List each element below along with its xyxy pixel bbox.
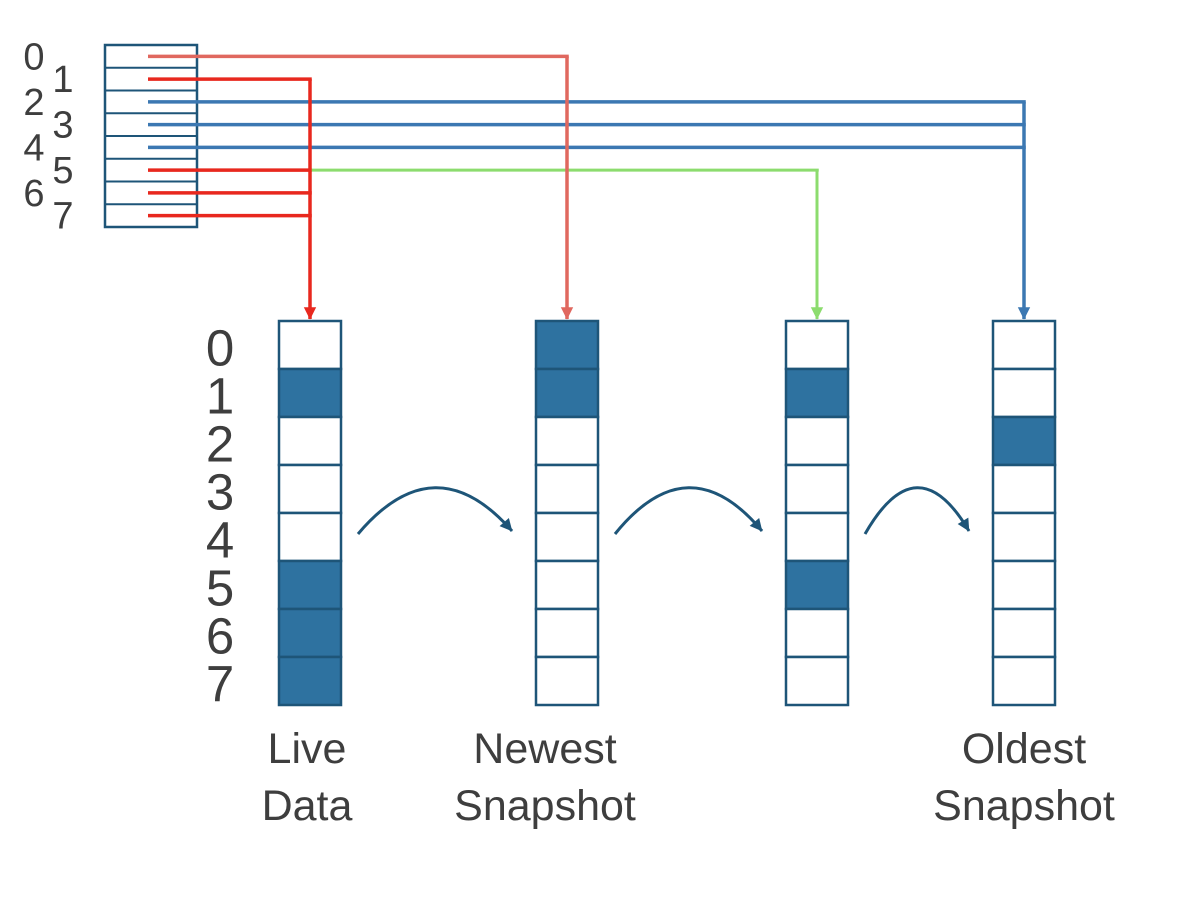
cell-oldest-snapshot-row5 bbox=[991, 559, 1057, 611]
block-row-label-5: 5 bbox=[206, 560, 234, 617]
cell-oldest-snapshot-row1 bbox=[991, 367, 1057, 419]
cell-oldest-snapshot-row7 bbox=[991, 655, 1057, 707]
cell-newest-snapshot-row7 bbox=[534, 655, 600, 707]
cell-snapshot-mid-row2 bbox=[784, 415, 850, 467]
cell-newest-snapshot-row5 bbox=[534, 559, 600, 611]
rotation-arrow-live-data-to-newest-snapshot bbox=[356, 486, 514, 535]
rotation-arrow-snapshot-mid-to-oldest-snapshot bbox=[863, 486, 971, 535]
live-data-caption-line1: Live bbox=[268, 725, 347, 773]
newest-snapshot-caption-line1: Newest bbox=[473, 725, 616, 773]
cell-oldest-snapshot-row0 bbox=[991, 319, 1057, 371]
cell-newest-snapshot-row1 bbox=[534, 367, 600, 419]
cell-oldest-snapshot-row3 bbox=[991, 463, 1057, 515]
source-row-label-7: 7 bbox=[52, 196, 73, 238]
cell-oldest-snapshot-row6 bbox=[991, 607, 1057, 659]
block-row-label-1: 1 bbox=[206, 368, 234, 425]
cell-snapshot-mid-row1 bbox=[784, 367, 850, 419]
block-row-label-0: 0 bbox=[206, 320, 234, 377]
cell-snapshot-mid-row5 bbox=[784, 559, 850, 611]
block-row-label-4: 4 bbox=[206, 512, 234, 569]
source-row-label-3: 3 bbox=[52, 105, 73, 147]
snapshot-mid-column bbox=[784, 319, 850, 707]
cell-oldest-snapshot-row2 bbox=[991, 415, 1057, 467]
cell-oldest-snapshot-row4 bbox=[991, 511, 1057, 563]
source-row-label-6: 6 bbox=[23, 173, 44, 215]
block-row-label-2: 2 bbox=[206, 416, 234, 473]
cell-snapshot-mid-row0 bbox=[784, 319, 850, 371]
cell-newest-snapshot-row2 bbox=[534, 415, 600, 467]
block-row-label-6: 6 bbox=[206, 608, 234, 665]
cell-live-data-row2 bbox=[277, 415, 343, 467]
cell-live-data-row1 bbox=[277, 367, 343, 419]
cell-newest-snapshot-row3 bbox=[534, 463, 600, 515]
cell-newest-snapshot-row4 bbox=[534, 511, 600, 563]
cell-snapshot-mid-row3 bbox=[784, 463, 850, 515]
cell-snapshot-mid-row7 bbox=[784, 655, 850, 707]
rotation-arrow-newest-snapshot-to-snapshot-mid bbox=[613, 486, 764, 535]
source-row-label-2: 2 bbox=[23, 82, 44, 124]
mapping-lines bbox=[148, 54, 1031, 320]
cell-live-data-row0 bbox=[277, 319, 343, 371]
rotation-arrows bbox=[356, 486, 971, 535]
source-row-label-1: 1 bbox=[52, 59, 73, 101]
source-row-label-5: 5 bbox=[52, 150, 73, 192]
live-data-caption-line2: Data bbox=[262, 782, 353, 830]
cell-live-data-row3 bbox=[277, 463, 343, 515]
cell-live-data-row4 bbox=[277, 511, 343, 563]
cell-newest-snapshot-row0 bbox=[534, 319, 600, 371]
cell-live-data-row5 bbox=[277, 559, 343, 611]
cell-live-data-row7 bbox=[277, 655, 343, 707]
source-row-label-0: 0 bbox=[23, 36, 44, 78]
newest-snapshot-caption-line2: Snapshot bbox=[454, 782, 636, 830]
cell-newest-snapshot-row6 bbox=[534, 607, 600, 659]
cell-live-data-row6 bbox=[277, 607, 343, 659]
cell-snapshot-mid-row6 bbox=[784, 607, 850, 659]
oldest-snapshot-caption-line2: Snapshot bbox=[933, 782, 1115, 830]
oldest-snapshot-caption-line1: Oldest bbox=[962, 725, 1086, 773]
block-row-label-3: 3 bbox=[206, 464, 234, 521]
block-row-label-7: 7 bbox=[206, 656, 234, 713]
cell-snapshot-mid-row4 bbox=[784, 511, 850, 563]
source-row-label-4: 4 bbox=[23, 127, 44, 169]
